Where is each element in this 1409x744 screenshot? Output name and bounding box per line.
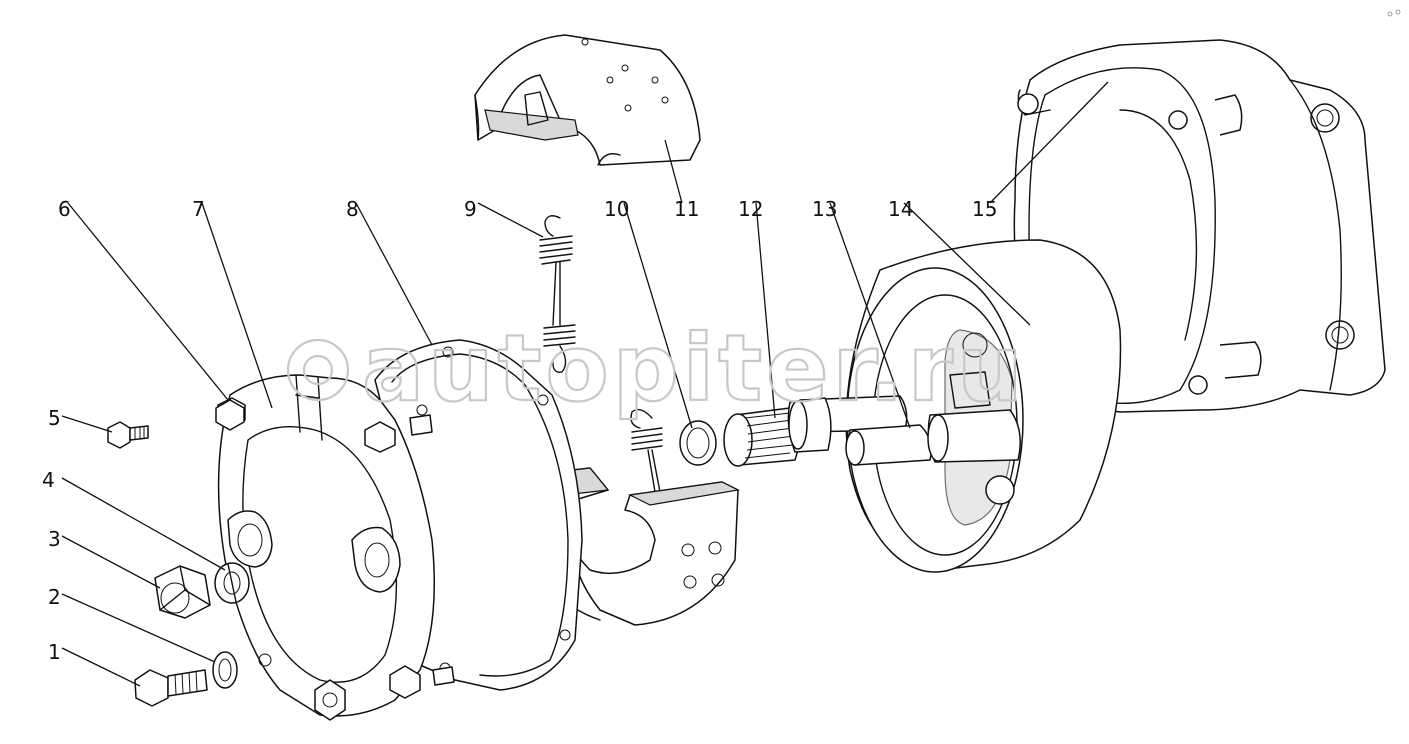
- label-6: 6: [58, 197, 71, 221]
- part-1-bolt: [134, 669, 208, 707]
- label-5: 5: [48, 406, 61, 430]
- label-8: 8: [346, 197, 359, 221]
- part-7-cover: [217, 374, 455, 721]
- part-5-bolt: [107, 421, 149, 449]
- watermark: autopiter.ru: [286, 314, 1027, 423]
- label-1: 1: [48, 640, 61, 664]
- label-3: 3: [48, 527, 61, 551]
- label-12: 12: [738, 197, 763, 221]
- part-3-nut: [154, 565, 211, 619]
- part-10-ring: [679, 420, 717, 466]
- label-10: 10: [604, 197, 629, 221]
- part-labels: 1 2 3 4 5 6 7 8 9 10 11 12 13 14 15: [42, 197, 997, 664]
- part-2-washer: [212, 651, 238, 689]
- leader-lines: [61, 81, 1109, 687]
- label-7: 7: [192, 197, 205, 221]
- corner-mark: [1387, 9, 1401, 17]
- label-9: 9: [464, 197, 477, 221]
- part-4-washer: [214, 562, 250, 604]
- label-2: 2: [48, 585, 61, 609]
- part-9-springs: [539, 215, 663, 493]
- label-14: 14: [888, 197, 913, 221]
- label-13: 13: [812, 197, 837, 221]
- part-6-bolt: [215, 399, 245, 431]
- label-11: 11: [674, 197, 699, 221]
- label-4: 4: [42, 468, 55, 492]
- part-11-upper-shoe: [474, 34, 701, 166]
- part-12-splined-shaft: [723, 397, 832, 467]
- label-15: 15: [972, 197, 997, 221]
- watermark-text: autopiter.ru: [362, 315, 1027, 422]
